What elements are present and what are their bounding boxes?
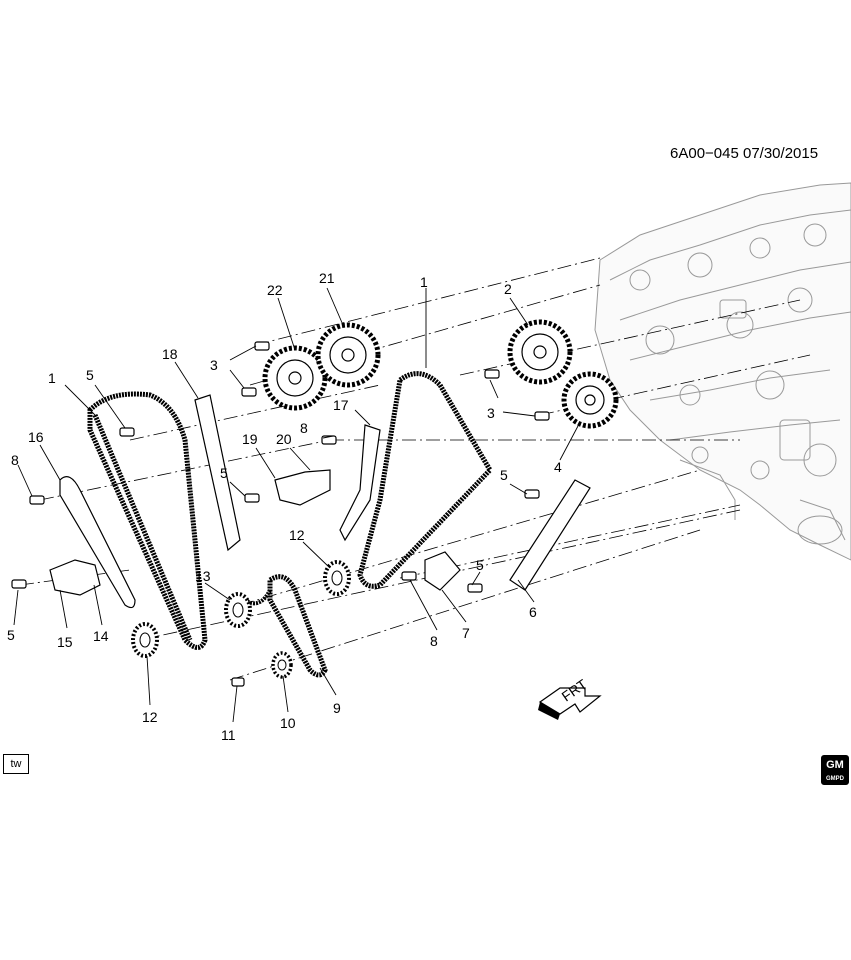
callout-6: 6 (529, 604, 537, 620)
front-direction-arrow: FRT (538, 676, 602, 720)
sprocket-10 (271, 651, 293, 679)
callout-17: 17 (333, 397, 349, 413)
chain-tensioner-7 (424, 551, 461, 591)
callout-5-a: 5 (86, 367, 94, 383)
chain-guide-18 (194, 394, 241, 552)
gm-logo-subtext: GMPD (826, 776, 844, 782)
camshaft-actuator-2 (507, 319, 573, 385)
callout-1-right: 1 (420, 274, 428, 290)
chain-tensioner-15 (49, 559, 101, 596)
camshaft-actuator-4 (561, 371, 619, 429)
callout-10: 10 (280, 715, 296, 731)
secondary-chain (267, 574, 328, 678)
chain-guide-16 (59, 476, 136, 609)
chain-tensioner-19 (274, 469, 331, 506)
camshaft-actuator-22 (262, 345, 328, 411)
camshaft-actuator-21 (315, 322, 381, 388)
chain-guide-6 (509, 479, 591, 591)
callout-5-c: 5 (500, 467, 508, 483)
right-timing-chain (357, 371, 494, 589)
callout-5-e: 5 (7, 627, 15, 643)
callout-4: 4 (554, 459, 562, 475)
callout-21: 21 (319, 270, 335, 286)
diagram-reference-code: 6A00−045 07/30/2015 (670, 145, 819, 162)
callout-14: 14 (93, 628, 109, 644)
callout-7: 7 (462, 625, 470, 641)
callout-2: 2 (504, 281, 512, 297)
callout-9: 9 (333, 700, 341, 716)
callout-15: 15 (57, 634, 73, 650)
callout-8-a: 8 (11, 452, 19, 468)
callout-20: 20 (276, 431, 292, 447)
gm-logo: GM GMPD (821, 755, 849, 785)
callout-8-b: 8 (300, 420, 308, 436)
engine-block-illustration (594, 182, 851, 561)
sprocket-13 (224, 592, 252, 628)
corner-label-box: tw (3, 754, 29, 774)
chain-guide-17 (339, 424, 381, 542)
crankshaft-sprocket-12-left (131, 622, 159, 658)
callout-3-right: 3 (487, 405, 495, 421)
left-timing-chain (87, 391, 208, 650)
gm-logo-text: GM (826, 759, 844, 771)
callout-16: 16 (28, 429, 44, 445)
callout-8-c: 8 (430, 633, 438, 649)
callout-19: 19 (242, 431, 258, 447)
callout-5-d: 5 (476, 557, 484, 573)
callout-1-left: 1 (48, 370, 56, 386)
callout-12-left: 12 (142, 709, 158, 725)
callout-11: 11 (221, 727, 236, 743)
callout-leader-lines (13, 287, 579, 723)
callout-22: 22 (267, 282, 283, 298)
callout-18: 18 (162, 346, 178, 362)
callout-13: 13 (195, 568, 211, 584)
callout-12-right: 12 (289, 527, 305, 543)
crankshaft-sprocket-12-right (323, 560, 351, 596)
callout-5-b: 5 (220, 465, 228, 481)
callout-3-left: 3 (210, 357, 218, 373)
bolts (11, 341, 550, 687)
